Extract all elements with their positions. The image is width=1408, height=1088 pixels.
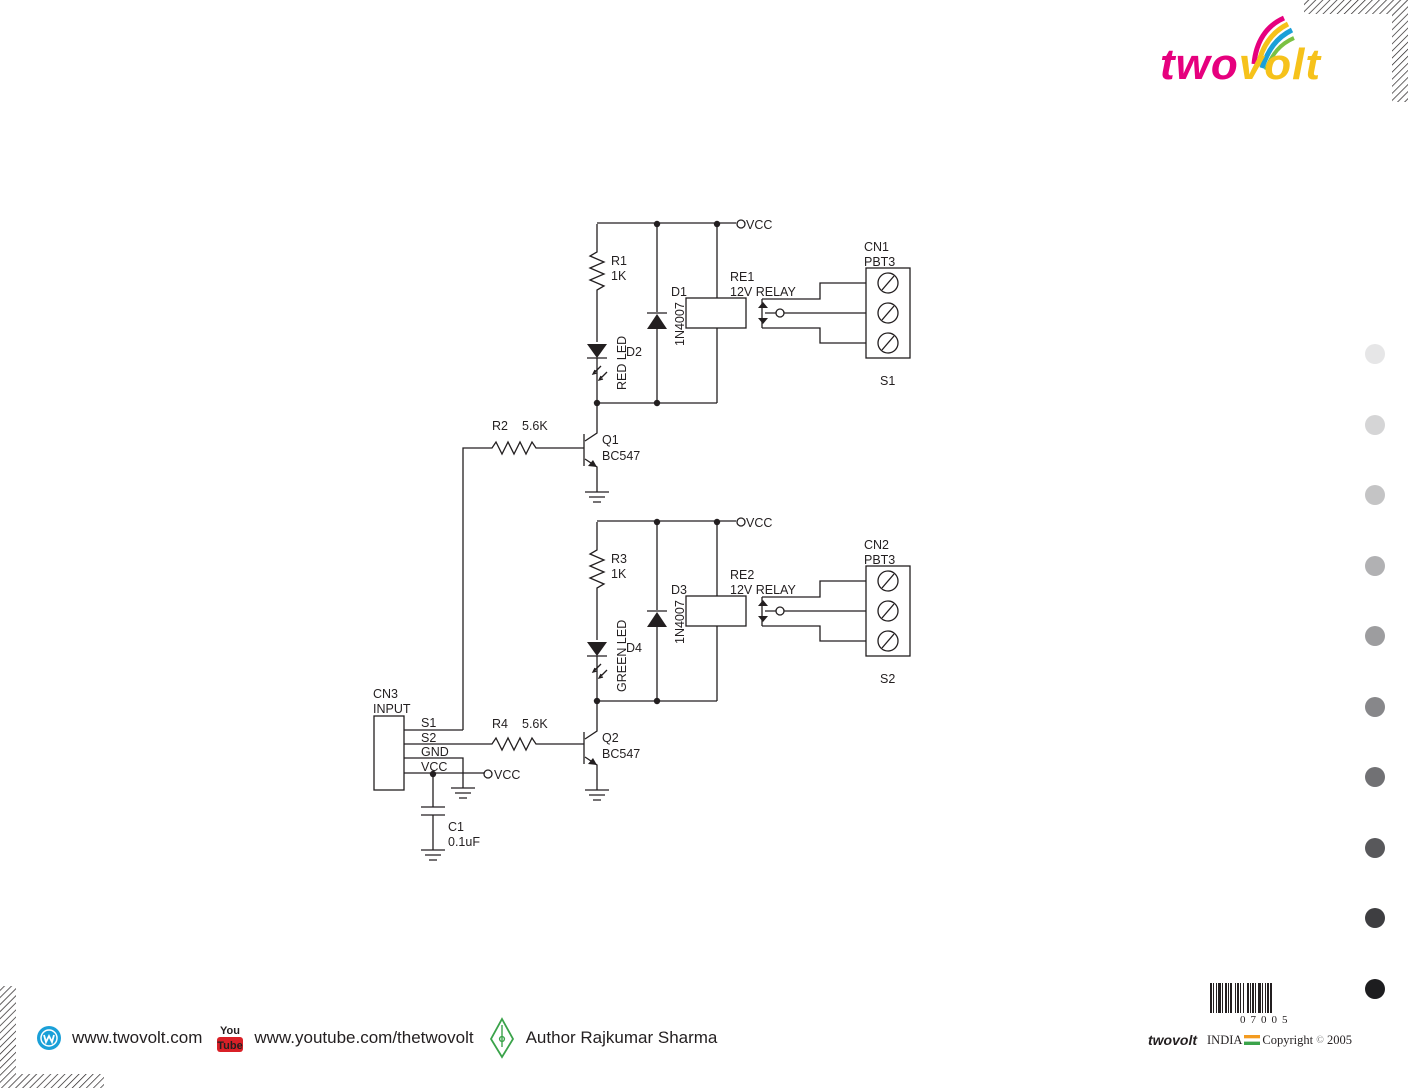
- logo-part-volt: volt: [1238, 40, 1321, 89]
- footer: www.twovolt.com You Tube www.youtube.com…: [36, 1017, 731, 1059]
- cn3-name: CN3: [373, 687, 398, 701]
- input-section: CN3 INPUT VCC S1 S2 GND VCC C1 0.1uF: [373, 687, 520, 861]
- d3-name: D3: [671, 583, 687, 597]
- page-dot: [1365, 414, 1385, 435]
- d1-part: 1N4007: [673, 302, 687, 346]
- diode-d1: [647, 314, 667, 329]
- india-flag-icon: [1244, 1035, 1261, 1045]
- relay-coil-re1: [685, 297, 747, 329]
- r2-name: R2: [492, 419, 508, 433]
- cn2-name: CN2: [864, 538, 889, 552]
- resistor-r2: [462, 440, 584, 730]
- vcc-terminal: [483, 769, 493, 779]
- q1-part: BC547: [602, 449, 640, 463]
- c1-name: C1: [448, 820, 464, 834]
- youtube-link[interactable]: You Tube www.youtube.com/thetwovolt: [216, 1023, 474, 1053]
- youtube-icon: You Tube: [216, 1023, 244, 1053]
- resistor-r3: [588, 522, 606, 640]
- d1-name: D1: [671, 285, 687, 299]
- q2-name: Q2: [602, 731, 619, 745]
- website-text: www.twovolt.com: [72, 1028, 203, 1047]
- cn1-type: PBT3: [864, 255, 895, 269]
- resistor-r4: [404, 736, 584, 752]
- globe-icon: [36, 1025, 62, 1051]
- pin-gnd: GND: [421, 745, 449, 759]
- led-d2: [587, 344, 607, 358]
- d2-type: RED LED: [615, 336, 629, 390]
- copyright-year: 2005: [1326, 1032, 1352, 1047]
- logo-part-two: two: [1160, 40, 1239, 89]
- copyright-country: INDIA: [1207, 1032, 1243, 1047]
- r1-name: R1: [611, 254, 627, 268]
- vcc-label: VCC: [746, 516, 772, 530]
- page-dot: [1365, 626, 1385, 646]
- pen-nib-icon: [488, 1017, 516, 1059]
- copyright-brand: twovolt: [1148, 1032, 1197, 1048]
- re1-name: RE1: [730, 270, 754, 284]
- d2-name: D2: [626, 345, 642, 359]
- r1-value: 1K: [611, 269, 627, 283]
- youtube-text: www.youtube.com/thetwovolt: [254, 1028, 474, 1047]
- page-dot: [1365, 837, 1385, 858]
- twovolt-logo: twovolt: [1160, 40, 1321, 90]
- copyright-line: twovolt INDIA Copyright © 2005: [1148, 1032, 1352, 1048]
- re1-type: 12V RELAY: [730, 285, 796, 299]
- q2-part: BC547: [602, 747, 640, 761]
- re2-type: 12V RELAY: [730, 583, 796, 597]
- barcode: [1210, 983, 1272, 1013]
- r3-value: 1K: [611, 567, 627, 581]
- c1-value: 0.1uF: [448, 835, 480, 849]
- r4-name: R4: [492, 717, 508, 731]
- resistor-r1: [588, 224, 606, 342]
- connector-cn2: [865, 565, 911, 657]
- page-dot: [1365, 767, 1385, 787]
- diode-d3: [647, 612, 667, 627]
- connector-cn1: [865, 267, 911, 359]
- relay-coil-re2: [685, 595, 747, 627]
- r4-value: 5.6K: [522, 717, 548, 731]
- page-dot: [1365, 978, 1385, 999]
- website-link[interactable]: www.twovolt.com: [36, 1025, 202, 1051]
- vcc-terminal: [736, 219, 746, 229]
- twovolt-logo-swirl-icon: [1251, 15, 1295, 71]
- page-dot: [1365, 908, 1385, 928]
- page-dot: [1365, 344, 1385, 364]
- barcode-number: 07005: [1240, 1014, 1293, 1026]
- youtube-icon-bottom: Tube: [218, 1040, 243, 1052]
- youtube-icon-top: You: [220, 1025, 240, 1037]
- led-d4: [587, 642, 607, 656]
- pin-vcc: VCC: [421, 760, 447, 774]
- r3-name: R3: [611, 552, 627, 566]
- s2-label: S2: [880, 672, 895, 686]
- author-credit: Author Rajkumar Sharma: [488, 1017, 718, 1059]
- s1-label: S1: [880, 374, 895, 388]
- page-dot: [1365, 696, 1385, 717]
- page-dot: [1365, 555, 1385, 576]
- d4-type: GREEN LED: [615, 620, 629, 692]
- pin-s1: S1: [421, 716, 436, 730]
- copyright-text: Copyright: [1262, 1032, 1314, 1047]
- vcc-terminal: [736, 517, 746, 527]
- cn1-name: CN1: [864, 240, 889, 254]
- d3-part: 1N4007: [673, 600, 687, 644]
- channel-2: VCC R3 1K GREEN LED D4 D3 1N4007 RE2 12V…: [404, 516, 911, 801]
- re2-name: RE2: [730, 568, 754, 582]
- d4-name: D4: [626, 641, 642, 655]
- author-text: Author Rajkumar Sharma: [525, 1028, 718, 1047]
- channel-1: VCC R1 1K RED LED D2 D1 1N4007 RE1 12V R…: [462, 218, 911, 730]
- vcc-label: VCC: [494, 768, 520, 782]
- pin-s2: S2: [421, 731, 436, 745]
- cn3-type: INPUT: [373, 702, 411, 716]
- page-dot: [1365, 485, 1385, 505]
- q1-name: Q1: [602, 433, 619, 447]
- connector-cn3: [373, 715, 405, 791]
- cn2-type: PBT3: [864, 553, 895, 567]
- copyright-symbol: ©: [1316, 1034, 1324, 1046]
- vcc-label: VCC: [746, 218, 772, 232]
- capacitor-c1: [421, 774, 445, 850]
- r2-value: 5.6K: [522, 419, 548, 433]
